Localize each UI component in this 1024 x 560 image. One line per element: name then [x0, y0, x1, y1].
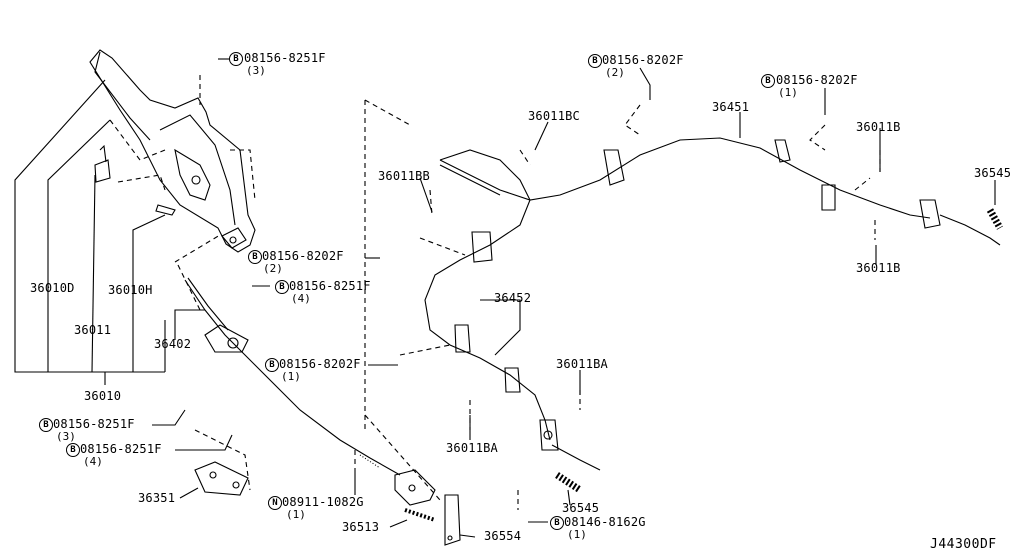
- dashed-guides: [109, 75, 881, 510]
- fastener-code: 08156-8202F: [262, 249, 344, 263]
- bolt-marker: B: [39, 418, 53, 432]
- bolt-marker: B: [265, 358, 279, 372]
- lever-bracket[interactable]: [94, 144, 111, 183]
- equalizer[interactable]: [394, 469, 436, 506]
- fastener-code: 08911-1082G: [282, 495, 364, 509]
- fastener-code: 08146-8162G: [564, 515, 646, 529]
- front-cable[interactable]: [184, 277, 401, 476]
- fastener-code: 08156-8251F: [53, 417, 135, 431]
- label-36011B-bottom: 36011B: [856, 261, 901, 275]
- return-spring-lower[interactable]: [555, 472, 582, 493]
- label-36554: 36554: [484, 529, 522, 543]
- leader-lines: [152, 58, 996, 538]
- label-36545-right: 36545: [974, 166, 1012, 180]
- cover-plate[interactable]: [194, 461, 249, 496]
- rear-cable-right[interactable]: [439, 137, 1001, 246]
- fastener-code: 08156-8202F: [602, 53, 684, 67]
- label-36452: 36452: [494, 291, 532, 305]
- return-spring-right[interactable]: [986, 208, 1004, 230]
- fastener-qty: (1): [281, 370, 301, 383]
- bolt-marker: B: [66, 443, 80, 457]
- fastener-qty: (3): [56, 430, 76, 443]
- fastener-code: 08156-8202F: [776, 73, 858, 87]
- label-36011BC: 36011BC: [528, 109, 580, 123]
- rear-cable-left[interactable]: [424, 149, 601, 471]
- bolt-marker: B: [550, 516, 564, 530]
- parking-brake-lever[interactable]: [89, 49, 256, 253]
- cable-bracket[interactable]: [444, 494, 461, 546]
- pin-bolt[interactable]: [155, 204, 176, 216]
- label-36513: 36513: [342, 520, 380, 534]
- fastener-qty: (2): [263, 262, 283, 275]
- label-36011BA-right: 36011BA: [556, 357, 608, 371]
- bolt-marker: B: [229, 52, 243, 66]
- fastener-qty: (2): [605, 66, 625, 79]
- fastener-qty: (3): [246, 64, 266, 77]
- nut-marker: N: [268, 496, 282, 510]
- label-36351: 36351: [138, 491, 176, 505]
- bolt-marker: B: [248, 250, 262, 264]
- fastener-qty: (1): [286, 508, 306, 521]
- fastener-code: 08156-8251F: [80, 442, 162, 456]
- label-36011B-top: 36011B: [856, 120, 901, 134]
- label-36010D: 36010D: [30, 281, 75, 295]
- bolt-marker: B: [588, 54, 602, 68]
- label-36010: 36010: [84, 389, 122, 403]
- label-36545-lower: 36545: [562, 501, 600, 515]
- label-36010H: 36010H: [108, 283, 153, 297]
- fastener-qty: (1): [567, 528, 587, 541]
- label-36011: 36011: [74, 323, 112, 337]
- label-36011BB: 36011BB: [378, 169, 430, 183]
- return-spring-small[interactable]: [404, 508, 436, 522]
- label-36451: 36451: [712, 100, 750, 114]
- assembly-bracket-lines: [14, 79, 166, 385]
- fastener-qty: (1): [778, 86, 798, 99]
- label-36011BA-left: 36011BA: [446, 441, 498, 455]
- bolt-marker: B: [761, 74, 775, 88]
- fastener-qty: (4): [291, 292, 311, 305]
- fastener-code: 08156-8202F: [279, 357, 361, 371]
- label-36402: 36402: [154, 337, 192, 351]
- fastener-code: 08156-8251F: [244, 51, 326, 65]
- fastener-qty: (4): [83, 455, 103, 468]
- bolt-marker: B: [275, 280, 289, 294]
- fastener-code: 08156-8251F: [289, 279, 371, 293]
- drawing-code: J44300DF: [930, 537, 997, 552]
